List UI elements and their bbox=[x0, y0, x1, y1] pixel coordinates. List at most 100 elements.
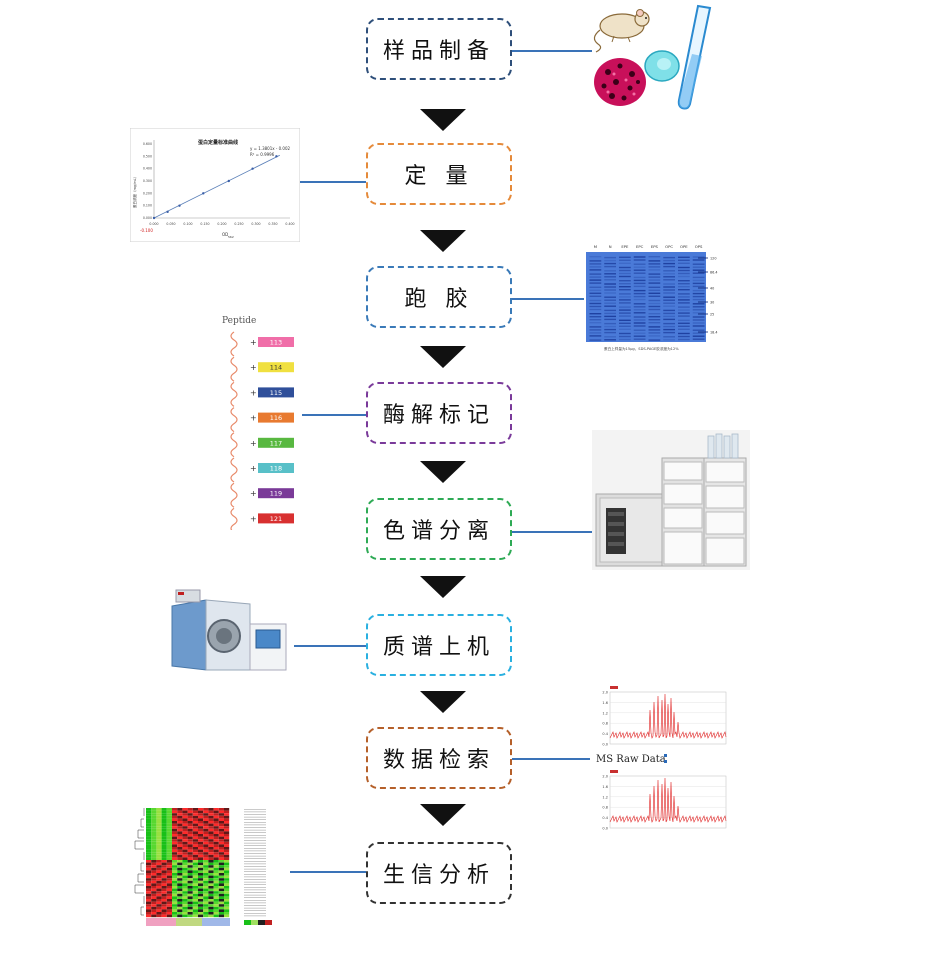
heatmap-cell bbox=[146, 821, 152, 824]
gel-band bbox=[589, 286, 602, 288]
heatmap-cell bbox=[177, 818, 183, 821]
gel-band bbox=[604, 328, 616, 331]
down-arrow-icon bbox=[420, 691, 466, 713]
heatmap-cell bbox=[187, 867, 193, 871]
heatmap-cell bbox=[161, 808, 167, 811]
heatmap-cell bbox=[198, 891, 204, 894]
heatmap-cell bbox=[203, 821, 209, 824]
gel-band bbox=[692, 256, 705, 258]
heatmap-cell bbox=[177, 906, 183, 910]
heatmap-cell bbox=[182, 870, 188, 873]
heatmap-cell bbox=[218, 826, 224, 829]
gel-band bbox=[663, 256, 675, 259]
heatmap-cell bbox=[198, 826, 204, 829]
heatmap-cell bbox=[224, 834, 230, 837]
peptide-chain bbox=[230, 432, 238, 458]
heatmap-cell bbox=[218, 860, 224, 863]
heatmap-cell bbox=[156, 901, 162, 905]
heatmap-cell bbox=[192, 912, 198, 915]
heatmap-cell bbox=[187, 831, 193, 834]
heatmap-cell bbox=[213, 823, 219, 827]
heatmap-cell bbox=[146, 828, 152, 832]
heatmap-cell bbox=[198, 831, 204, 834]
gel-band bbox=[678, 322, 690, 324]
heatmap-cell bbox=[218, 849, 224, 853]
heatmap-cell bbox=[198, 875, 204, 879]
gel-band bbox=[619, 283, 631, 285]
heatmap-cell bbox=[161, 899, 167, 902]
heatmap-cell bbox=[187, 836, 193, 840]
heatmap-cell bbox=[166, 810, 172, 814]
gel-band bbox=[692, 259, 705, 261]
heatmap-cell bbox=[192, 815, 198, 819]
gel-band bbox=[633, 298, 646, 301]
heatmap-cell bbox=[177, 870, 183, 873]
heatmap-cell bbox=[208, 893, 214, 897]
gel-band bbox=[589, 302, 602, 305]
heatmap-cell bbox=[172, 912, 178, 915]
heatmap-cell bbox=[208, 828, 214, 832]
standard-curve-chart: 蛋白定量标准曲线 y = 1.3801x - 0.002 R² = 0.9996… bbox=[130, 128, 300, 242]
heatmap-cell bbox=[182, 896, 188, 899]
tag-label: 115 bbox=[270, 389, 282, 397]
gel-band bbox=[678, 338, 690, 341]
heatmap-cell bbox=[208, 854, 214, 858]
heatmap-cell bbox=[224, 836, 230, 840]
tag-box bbox=[258, 337, 294, 347]
heatmap-cell bbox=[224, 865, 230, 868]
gel-band bbox=[663, 318, 675, 321]
heatmap-cell bbox=[151, 899, 157, 902]
heatmap-cell bbox=[166, 815, 172, 819]
gel-band bbox=[648, 295, 661, 297]
heatmap-cell bbox=[156, 912, 162, 915]
down-arrow-icon bbox=[420, 804, 466, 826]
heatmap-cell bbox=[203, 896, 209, 899]
gel-lane-label: OPC bbox=[665, 244, 673, 249]
heatmap-cell bbox=[208, 904, 214, 907]
heatmap-cell bbox=[224, 844, 230, 847]
gel-band bbox=[633, 256, 646, 258]
gel-band bbox=[663, 322, 675, 325]
gel-band bbox=[663, 302, 675, 304]
gel-band bbox=[692, 263, 705, 265]
gel-band bbox=[678, 302, 690, 304]
heatmap-cell bbox=[161, 836, 167, 840]
heatmap-cell bbox=[166, 875, 172, 879]
heatmap-cell bbox=[218, 914, 224, 918]
heatmap-cell bbox=[146, 870, 152, 873]
heatmap-cell bbox=[192, 826, 198, 829]
heatmap-cell bbox=[192, 909, 198, 912]
heatmap-cell bbox=[172, 860, 178, 863]
ms-y-tick: 0.0 bbox=[602, 827, 608, 831]
heatmap-cell bbox=[146, 813, 152, 816]
heatmap-cell bbox=[177, 901, 183, 905]
heatmap-cell bbox=[198, 834, 204, 837]
gel-band bbox=[648, 305, 661, 308]
heatmap-cell bbox=[203, 808, 209, 811]
gel-band bbox=[678, 325, 690, 327]
heatmap-cell bbox=[182, 912, 188, 915]
heatmap-cell bbox=[146, 831, 152, 834]
heatmap-cell bbox=[161, 828, 167, 832]
gel-band bbox=[633, 292, 646, 295]
heatmap-cell bbox=[208, 818, 214, 821]
step-label: 质谱上机 bbox=[382, 635, 495, 660]
heatmap-cell bbox=[192, 880, 198, 884]
heatmap-cell bbox=[224, 818, 230, 821]
heatmap-cell bbox=[146, 860, 152, 863]
heatmap-cell bbox=[187, 854, 193, 858]
heatmap-cell bbox=[177, 873, 183, 876]
gel-band bbox=[604, 283, 616, 285]
gel-band bbox=[619, 256, 631, 258]
tag-box bbox=[258, 412, 294, 423]
heatmap-cell bbox=[198, 873, 204, 876]
heatmap-cell bbox=[156, 875, 162, 879]
gel-band bbox=[678, 275, 690, 278]
heatmap-cell bbox=[203, 841, 209, 845]
heatmap-cell bbox=[156, 899, 162, 902]
connector-line bbox=[512, 50, 592, 52]
gel-band bbox=[633, 309, 646, 311]
step-quantification: 定 量 bbox=[366, 143, 512, 205]
heatmap-cell bbox=[182, 909, 188, 912]
